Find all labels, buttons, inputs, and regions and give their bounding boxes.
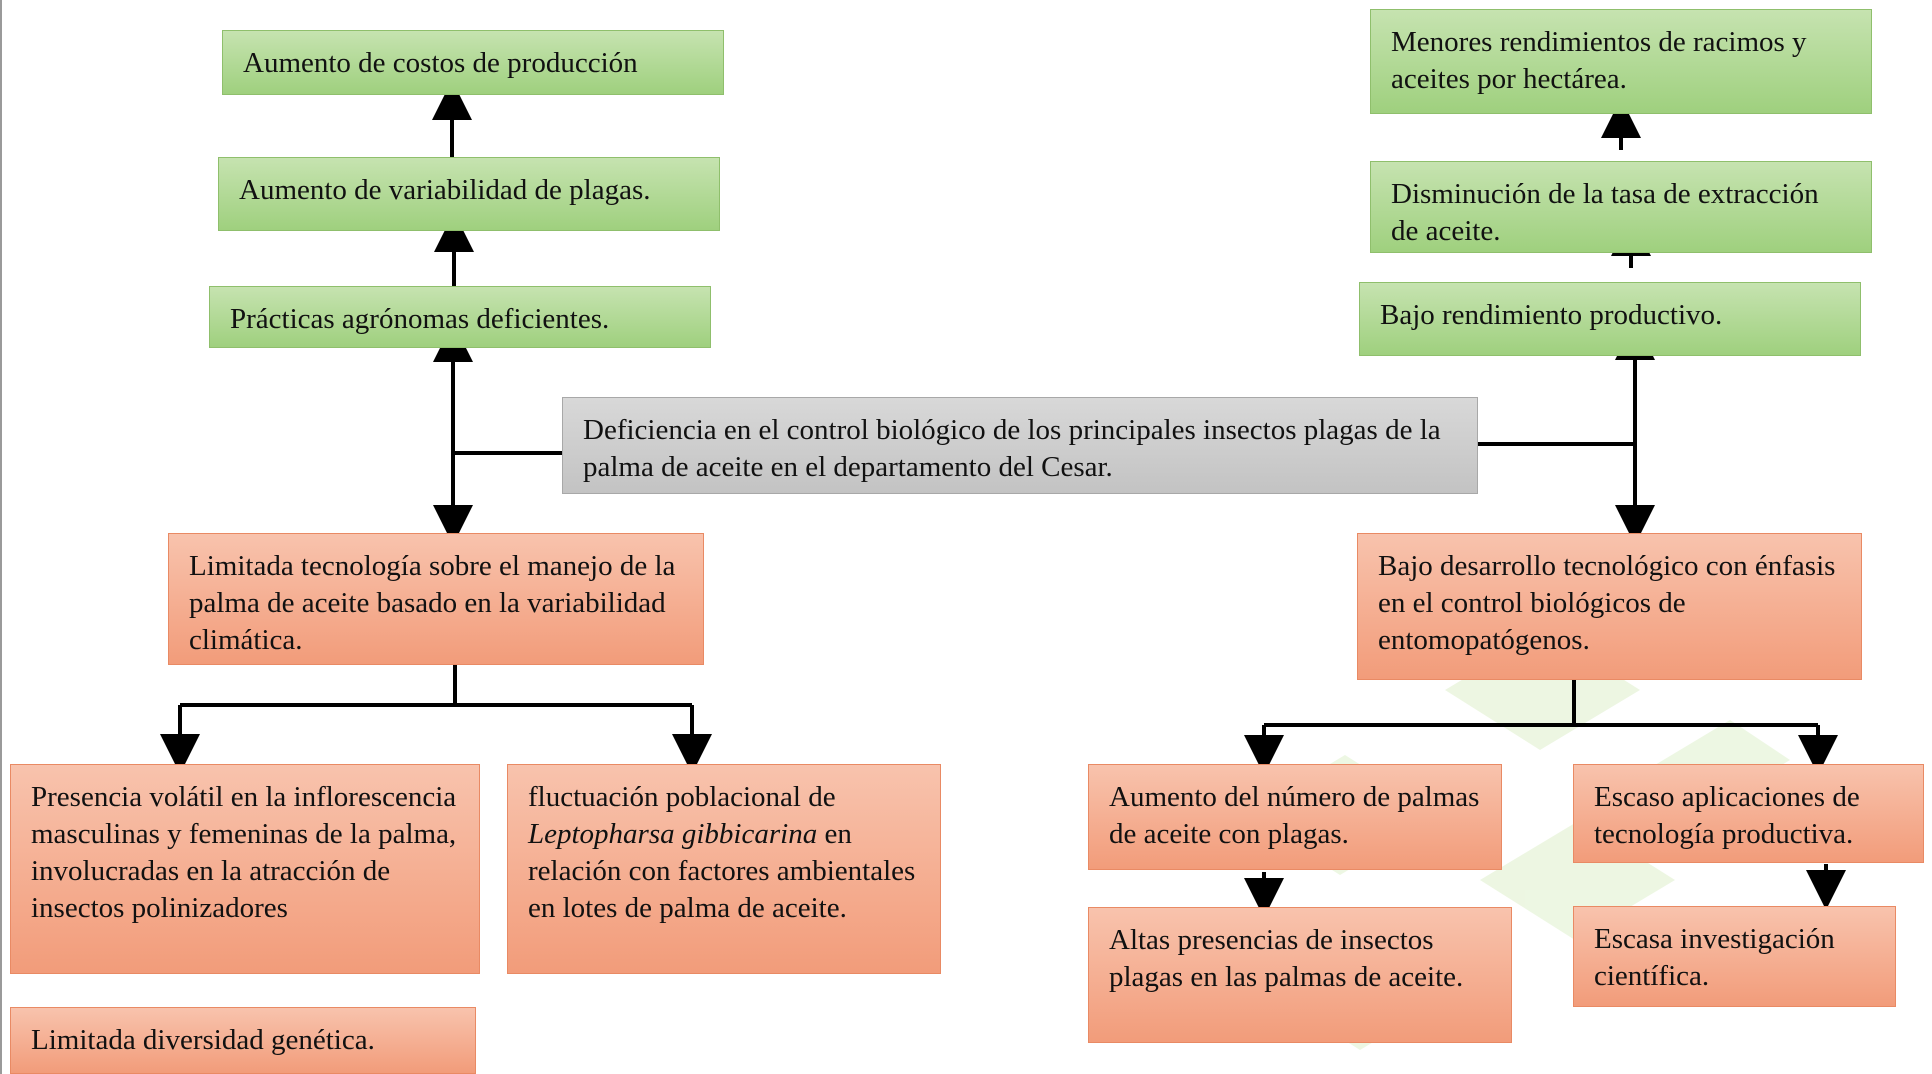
effect-label: Menores rendimientos de racimos y aceite… [1391, 26, 1807, 95]
effect-label: Prácticas agrónomas deficientes. [230, 303, 610, 335]
effect-label: Aumento de costos de producción [243, 47, 638, 79]
effect-box-menores: Menores rendimientos de racimos y aceite… [1370, 9, 1872, 114]
cause-label: Limitada diversidad genética. [31, 1024, 375, 1056]
cause-text-post: en relación con factores ambientales en … [528, 818, 916, 924]
cause-label: Escaso aplicaciones de tecnología produc… [1594, 781, 1860, 850]
cause-box-limitada-tecnologia: Limitada tecnología sobre el manejo de l… [168, 533, 704, 665]
cause-box-escaso-aplicaciones: Escaso aplicaciones de tecnología produc… [1573, 764, 1924, 863]
cause-label: fluctuación poblacional de Leptopharsa g… [528, 779, 920, 927]
effect-box-bajo-rendimiento: Bajo rendimiento productivo. [1359, 282, 1861, 356]
cause-label: Altas presencias de insectos plagas en l… [1109, 924, 1464, 993]
species-name: Leptopharsa gibbicarina [528, 818, 818, 850]
cause-box-escasa-investigacion: Escasa investigación científica. [1573, 906, 1896, 1007]
central-problem-box: Deficiencia en el control biológico de l… [562, 397, 1478, 494]
cause-box-altas-presencias: Altas presencias de insectos plagas en l… [1088, 907, 1512, 1043]
effect-label: Disminución de la tasa de extracción de … [1391, 178, 1819, 247]
cause-box-presencia-volatil: Presencia volátil en la inflorescencia m… [10, 764, 480, 974]
cause-label: Limitada tecnología sobre el manejo de l… [189, 550, 676, 656]
cause-label: Presencia volátil en la inflorescencia m… [31, 781, 457, 924]
cause-label: Bajo desarrollo tecnológico con énfasis … [1378, 550, 1836, 656]
effect-box-variabilidad: Aumento de variabilidad de plagas. [218, 157, 720, 231]
effect-label: Bajo rendimiento productivo. [1380, 299, 1723, 331]
central-problem-label: Deficiencia en el control biológico de l… [583, 414, 1441, 483]
cause-label: Escasa investigación científica. [1594, 923, 1835, 992]
effect-label: Aumento de variabilidad de plagas. [239, 174, 651, 206]
cause-box-aumento-numero: Aumento del número de palmas de aceite c… [1088, 764, 1502, 870]
effect-box-practicas: Prácticas agrónomas deficientes. [209, 286, 711, 348]
effect-box-disminucion: Disminución de la tasa de extracción de … [1370, 161, 1872, 253]
cause-box-fluctuacion: fluctuación poblacional de Leptopharsa g… [507, 764, 941, 974]
cause-box-bajo-desarrollo: Bajo desarrollo tecnológico con énfasis … [1357, 533, 1862, 680]
page-edge-line [0, 0, 2, 1074]
cause-box-limitada-diversidad: Limitada diversidad genética. [10, 1007, 476, 1074]
cause-text-pre: fluctuación poblacional de [528, 781, 836, 813]
cause-label: Aumento del número de palmas de aceite c… [1109, 781, 1480, 850]
effect-box-costos: Aumento de costos de producción [222, 30, 724, 95]
